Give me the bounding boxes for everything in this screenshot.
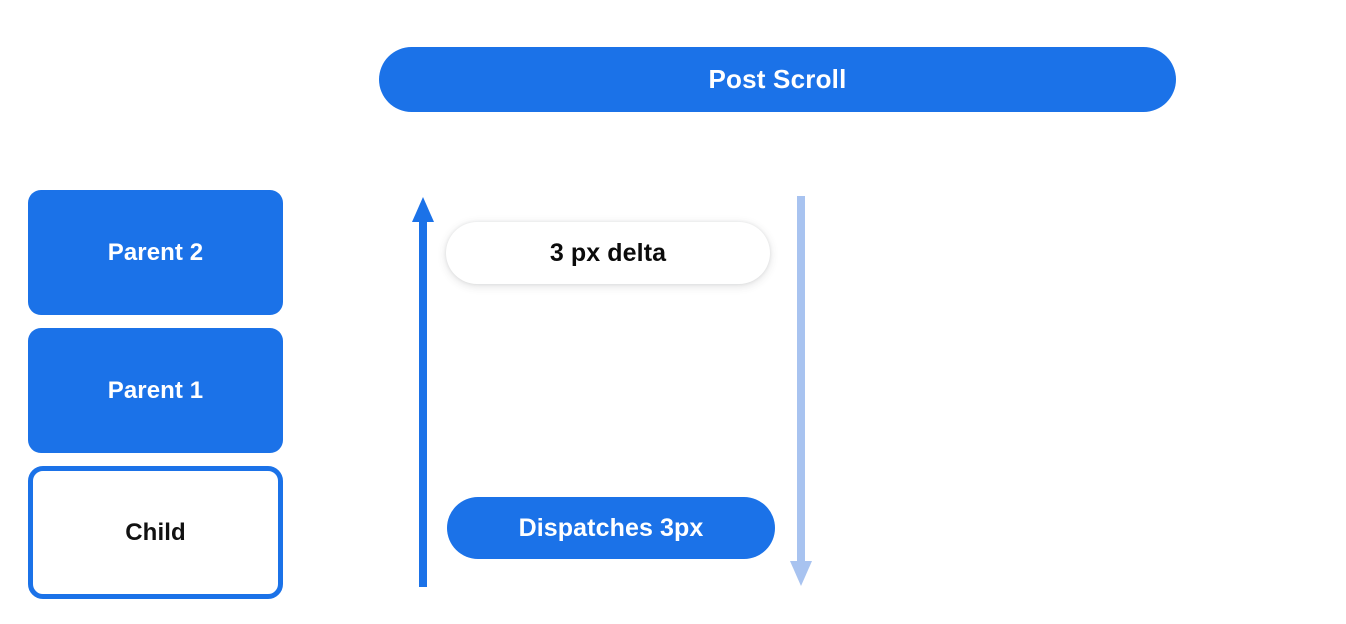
node-parent-1: Parent 1 bbox=[28, 328, 283, 453]
post-scroll-header-label: Post Scroll bbox=[708, 64, 847, 94]
dispatch-callout-label: Dispatches 3px bbox=[518, 513, 704, 542]
post-scroll-header: Post Scroll bbox=[379, 47, 1176, 112]
delta-callout-label: 3 px delta bbox=[549, 238, 667, 267]
node-parent-2: Parent 2 bbox=[28, 190, 283, 315]
node-parent-1-label: Parent 1 bbox=[107, 376, 204, 404]
node-stack: Parent 2 Parent 1 Child bbox=[28, 190, 283, 599]
scroll-down-arrow-icon bbox=[790, 196, 812, 586]
dispatch-callout: Dispatches 3px bbox=[447, 497, 775, 559]
scroll-up-arrow-icon bbox=[412, 197, 434, 587]
node-child: Child bbox=[28, 466, 283, 599]
node-parent-2-label: Parent 2 bbox=[107, 238, 204, 266]
delta-callout: 3 px delta bbox=[446, 222, 770, 284]
node-child-label: Child bbox=[125, 518, 186, 546]
